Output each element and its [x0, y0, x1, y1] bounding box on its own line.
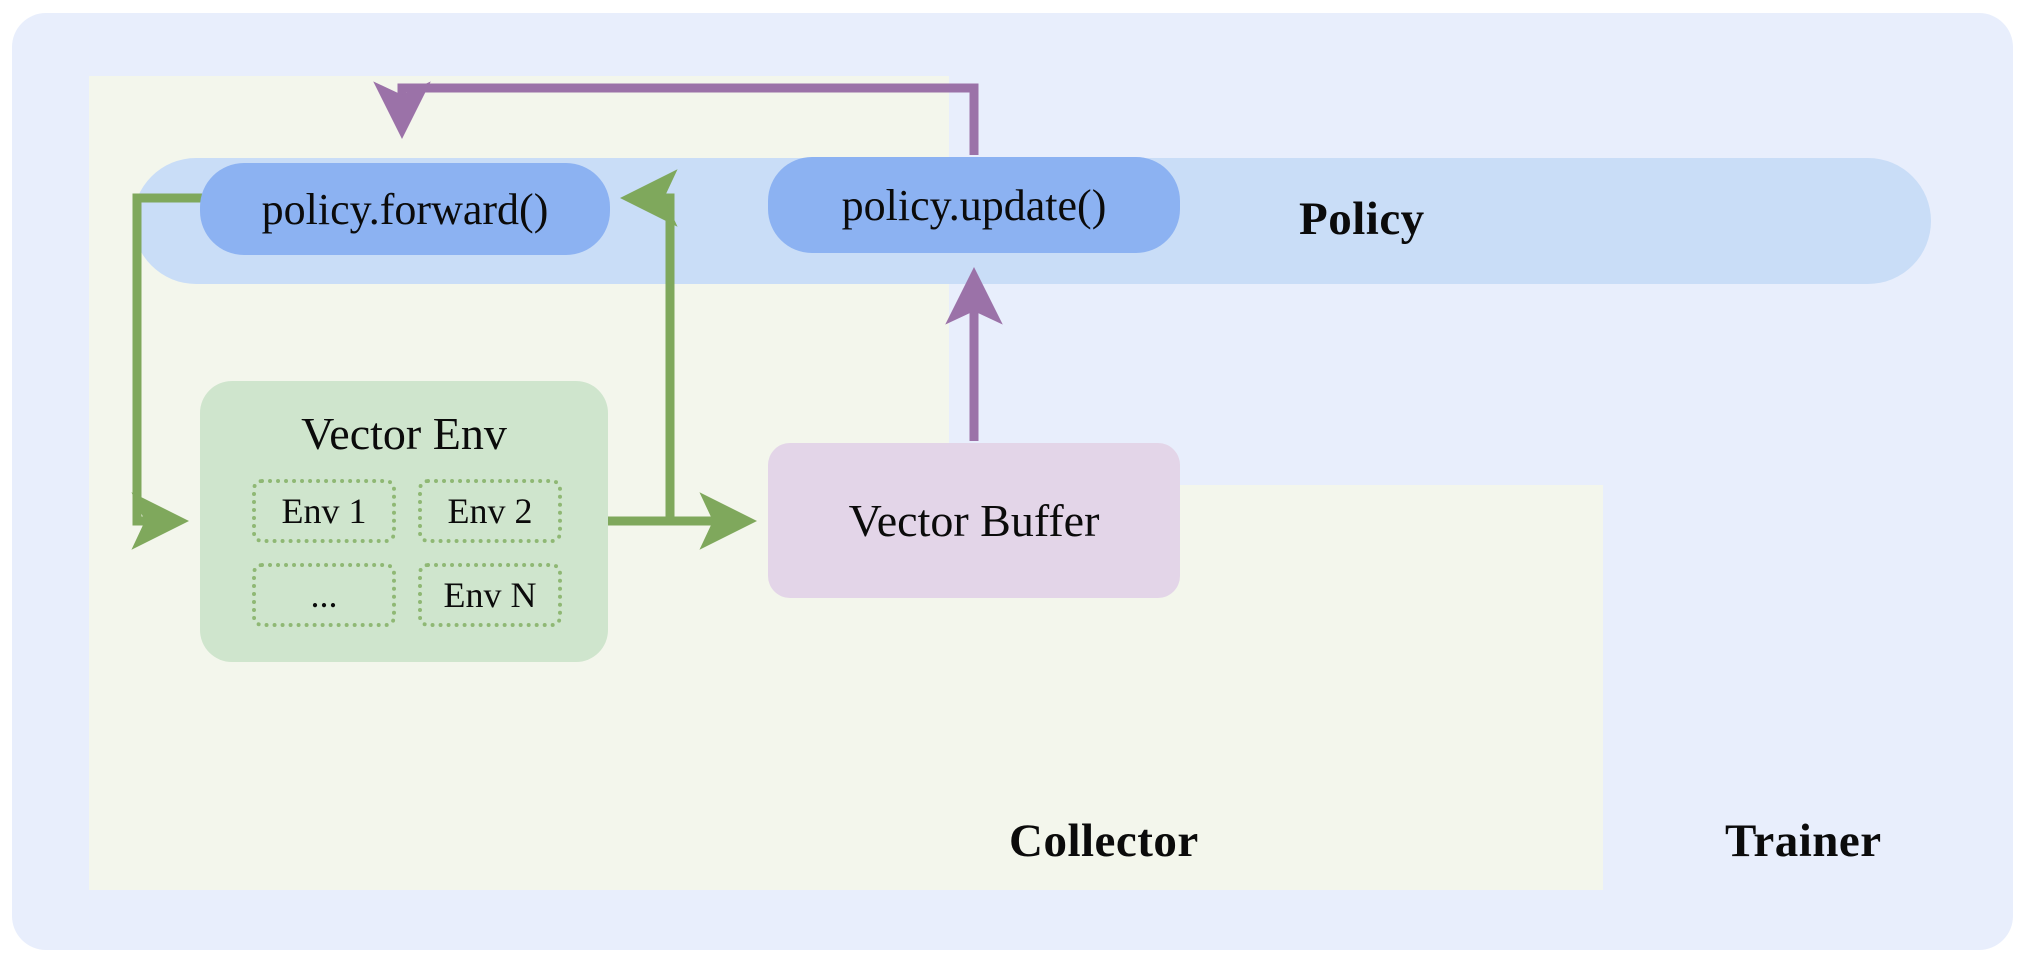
vector-env-label: Vector Env [301, 408, 507, 459]
vector-buffer-node[interactable]: Vector Buffer [768, 443, 1180, 598]
policy-forward-label: policy.forward() [261, 184, 549, 234]
env-cell[interactable]: Env 1 [252, 479, 396, 543]
env-cell[interactable]: ... [252, 563, 396, 627]
env-cell[interactable]: Env N [418, 563, 562, 627]
vector-buffer-label: Vector Buffer [848, 495, 1100, 546]
env-cell[interactable]: Env 2 [418, 479, 562, 543]
policy-update-label: policy.update() [841, 180, 1107, 230]
policy-forward-node[interactable]: policy.forward() [200, 163, 610, 255]
vector-env-node[interactable]: Vector Env Env 1 Env 2 ... Env N [200, 381, 608, 662]
trainer-panel-label: Trainer [1725, 815, 1882, 867]
policy-panel-label: Policy [1299, 193, 1425, 245]
env-grid: Env 1 Env 2 ... Env N [252, 479, 562, 627]
policy-update-node[interactable]: policy.update() [768, 157, 1180, 253]
collector-panel-label: Collector [1009, 815, 1199, 867]
